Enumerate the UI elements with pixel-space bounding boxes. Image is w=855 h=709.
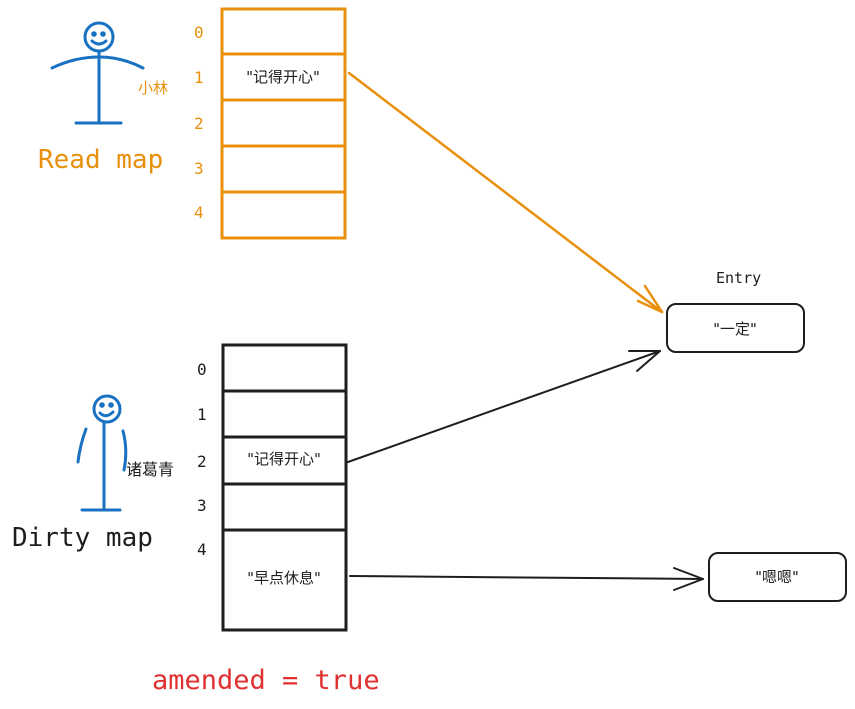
read-cell-3 bbox=[220, 144, 347, 194]
read-user-name: 小林 bbox=[138, 79, 168, 97]
amended-flag: amended = true bbox=[152, 665, 380, 696]
read-user-stick-figure-icon bbox=[50, 21, 145, 125]
second-value-box bbox=[708, 552, 847, 602]
read-index-4: 4 bbox=[194, 203, 204, 222]
entry-box bbox=[666, 303, 805, 353]
read-map: 小林 Read map 0 1 2 3 4 "记得开心" bbox=[38, 7, 347, 240]
read-map-label: Read map bbox=[38, 145, 163, 175]
read-cell-4 bbox=[220, 190, 347, 240]
dirty-cell-2-value: "记得开心" bbox=[247, 450, 321, 468]
dirty-to-second-value-arrow-icon bbox=[349, 567, 704, 591]
entry-value: "一定" bbox=[713, 320, 757, 338]
dirty-cell-1 bbox=[221, 389, 348, 439]
dirty-user-stick-figure-icon bbox=[76, 394, 128, 512]
dirty-cell-0 bbox=[221, 343, 348, 393]
dirty-cell-4 bbox=[221, 528, 348, 632]
second-value: "嗯嗯" bbox=[708, 552, 847, 602]
entry-label: Entry bbox=[716, 269, 761, 287]
dirty-map: 诸葛青 Dirty map 0 1 2 3 4 "记得开心" "早点休息" bbox=[12, 343, 348, 632]
read-cell-2 bbox=[220, 98, 347, 148]
read-index-3: 3 bbox=[194, 159, 204, 178]
read-to-entry-arrow-icon bbox=[347, 71, 664, 314]
dirty-user-name: 诸葛青 bbox=[126, 460, 174, 479]
second-value-text: "嗯嗯" bbox=[755, 568, 799, 586]
dirty-cell-3 bbox=[221, 482, 348, 532]
dirty-cell-4-value: "早点休息" bbox=[247, 569, 321, 587]
read-index-0: 0 bbox=[194, 23, 204, 42]
dirty-index-1: 1 bbox=[197, 405, 207, 424]
read-index-2: 2 bbox=[194, 114, 204, 133]
dirty-index-0: 0 bbox=[197, 360, 207, 379]
dirty-index-2: 2 bbox=[197, 452, 207, 471]
dirty-map-label: Dirty map bbox=[12, 523, 153, 553]
read-cell-0 bbox=[220, 7, 347, 56]
read-index-1: 1 bbox=[194, 68, 204, 87]
entry: Entry "一定" bbox=[666, 269, 805, 353]
read-cell-1-value: "记得开心" bbox=[246, 68, 320, 86]
dirty-to-entry-arrow-icon bbox=[347, 350, 661, 463]
dirty-index-3: 3 bbox=[197, 496, 207, 515]
dirty-index-4: 4 bbox=[197, 540, 207, 559]
